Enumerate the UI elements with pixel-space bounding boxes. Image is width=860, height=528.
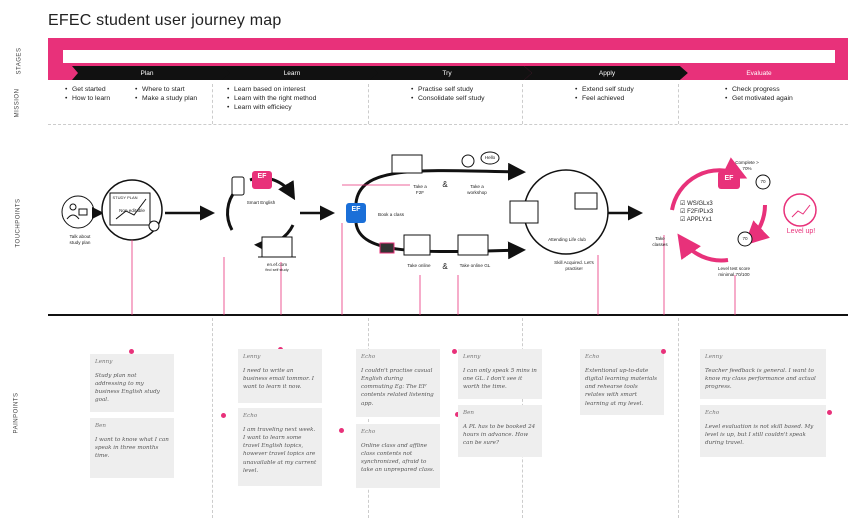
take-workshop-label: Take a workshop (467, 184, 487, 195)
study-plan-label: STUDY PLAN (112, 195, 138, 200)
take-online-label: Take online (407, 263, 431, 268)
level-up-label: Level up! (786, 228, 816, 235)
online-class-icon (403, 234, 431, 256)
book-class-label: Book a class (378, 212, 405, 217)
mission-try: Practise self studyConsolidate self stud… (408, 84, 518, 124)
touchpoint-divider (48, 314, 848, 316)
persona-name: Echo (361, 354, 376, 360)
skill-acquired-label: Skill Acquired. Let's practise! (554, 260, 594, 271)
hello-bubble: Hello (484, 155, 496, 160)
mission-evaluate: Check progressGet motivated again (722, 84, 832, 124)
stages-band-inner (63, 50, 835, 63)
stage-try: Try (442, 69, 452, 77)
checkbox-icon: ☑ (680, 217, 686, 224)
ef-logo-book-class (346, 203, 366, 223)
ef-text-1: EF (257, 173, 267, 180)
talk-study-plan-icon (61, 195, 95, 229)
complete-label: Complete > 70% (735, 160, 759, 171)
touchpoints-diagram (61, 151, 817, 315)
stage-chevron-learn (222, 66, 382, 80)
check-item: ☑ APPLYx1 (680, 217, 712, 224)
persona-name: Echo (361, 429, 376, 435)
persona-name: Lenny (463, 354, 481, 360)
page-title: EFEC student user journey map (48, 12, 282, 29)
workshop-icon (461, 154, 475, 168)
level-up-icon (783, 193, 817, 227)
persona-name: Echo (243, 413, 258, 419)
study-plan-icon (101, 179, 163, 241)
f2f-icon (391, 154, 423, 174)
checklist: ☑ WS/GLx3 ☑ F2F/PLx3 ☑ APPLYx1 (680, 200, 713, 224)
mission-apply: Extend self studyFeel achieved (572, 84, 672, 124)
stage-evaluate: Evaluate (746, 69, 772, 77)
non-editable-label: Non editable (119, 208, 145, 213)
row-label-stages: STAGES (16, 47, 23, 75)
amp-1: & (442, 180, 448, 189)
take-classes-label: Take classes (652, 236, 668, 247)
check-item: ☑ F2F/PLx3 (680, 209, 714, 216)
mission-learn: Learn based on interestLearn with the ri… (224, 84, 364, 124)
persona-name: Ben (95, 423, 107, 429)
smart-english-label: Smart English (246, 200, 276, 205)
score-badge-2: 70 (742, 236, 748, 241)
ef-text-3: EF (724, 175, 734, 182)
stage-apply: Apply (598, 69, 616, 77)
website-sub-label: find self study (265, 268, 289, 272)
ef-logo-smart-english (252, 171, 272, 189)
persona-name: Lenny (243, 354, 261, 360)
stage-chevron-try (370, 66, 532, 80)
online-gl-icon (457, 234, 489, 256)
persona-name: Ben (463, 410, 475, 416)
persona-name: Echo (705, 410, 720, 416)
mission-divider (48, 124, 848, 125)
stage-learn: Learn (283, 69, 301, 77)
mission-plan-a: Get startedHow to learn (62, 84, 132, 124)
persona-name: Lenny (95, 359, 113, 365)
checkbox-icon: ☑ (680, 209, 686, 216)
checkbox-icon: ☑ (680, 201, 686, 207)
take-f2f-label: Take a F2F (413, 184, 427, 195)
row-label-mission: MISSION (14, 88, 21, 118)
score-badge-1: 70 (760, 179, 766, 184)
stage-plan: Plan (140, 69, 154, 77)
stage-chevrons (72, 66, 848, 80)
persona-name: Lenny (705, 354, 723, 360)
website-label: en.ef.com (266, 262, 288, 267)
take-online-gl-label: Take online GL (459, 263, 491, 268)
stage-chevron-apply (524, 66, 688, 80)
mission-plan-b: Where to startMake a study plan (132, 84, 217, 124)
ef-text-2: EF (351, 206, 361, 213)
level-test-label: Level test score minimal 70/100 (717, 266, 751, 277)
amp-2: & (442, 262, 448, 271)
check-item: ☑ WS/GLx3 (680, 201, 713, 207)
ef-logo-evaluate (718, 171, 740, 189)
row-label-painpoints: PAINPOINTS (13, 392, 20, 434)
talk-label: Talk about study plan (69, 234, 91, 245)
persona-name: Echo (585, 354, 600, 360)
life-club-label: Attending Life club (548, 237, 586, 242)
stage-chevron-evaluate (680, 66, 848, 80)
laptop-icon (261, 236, 293, 258)
